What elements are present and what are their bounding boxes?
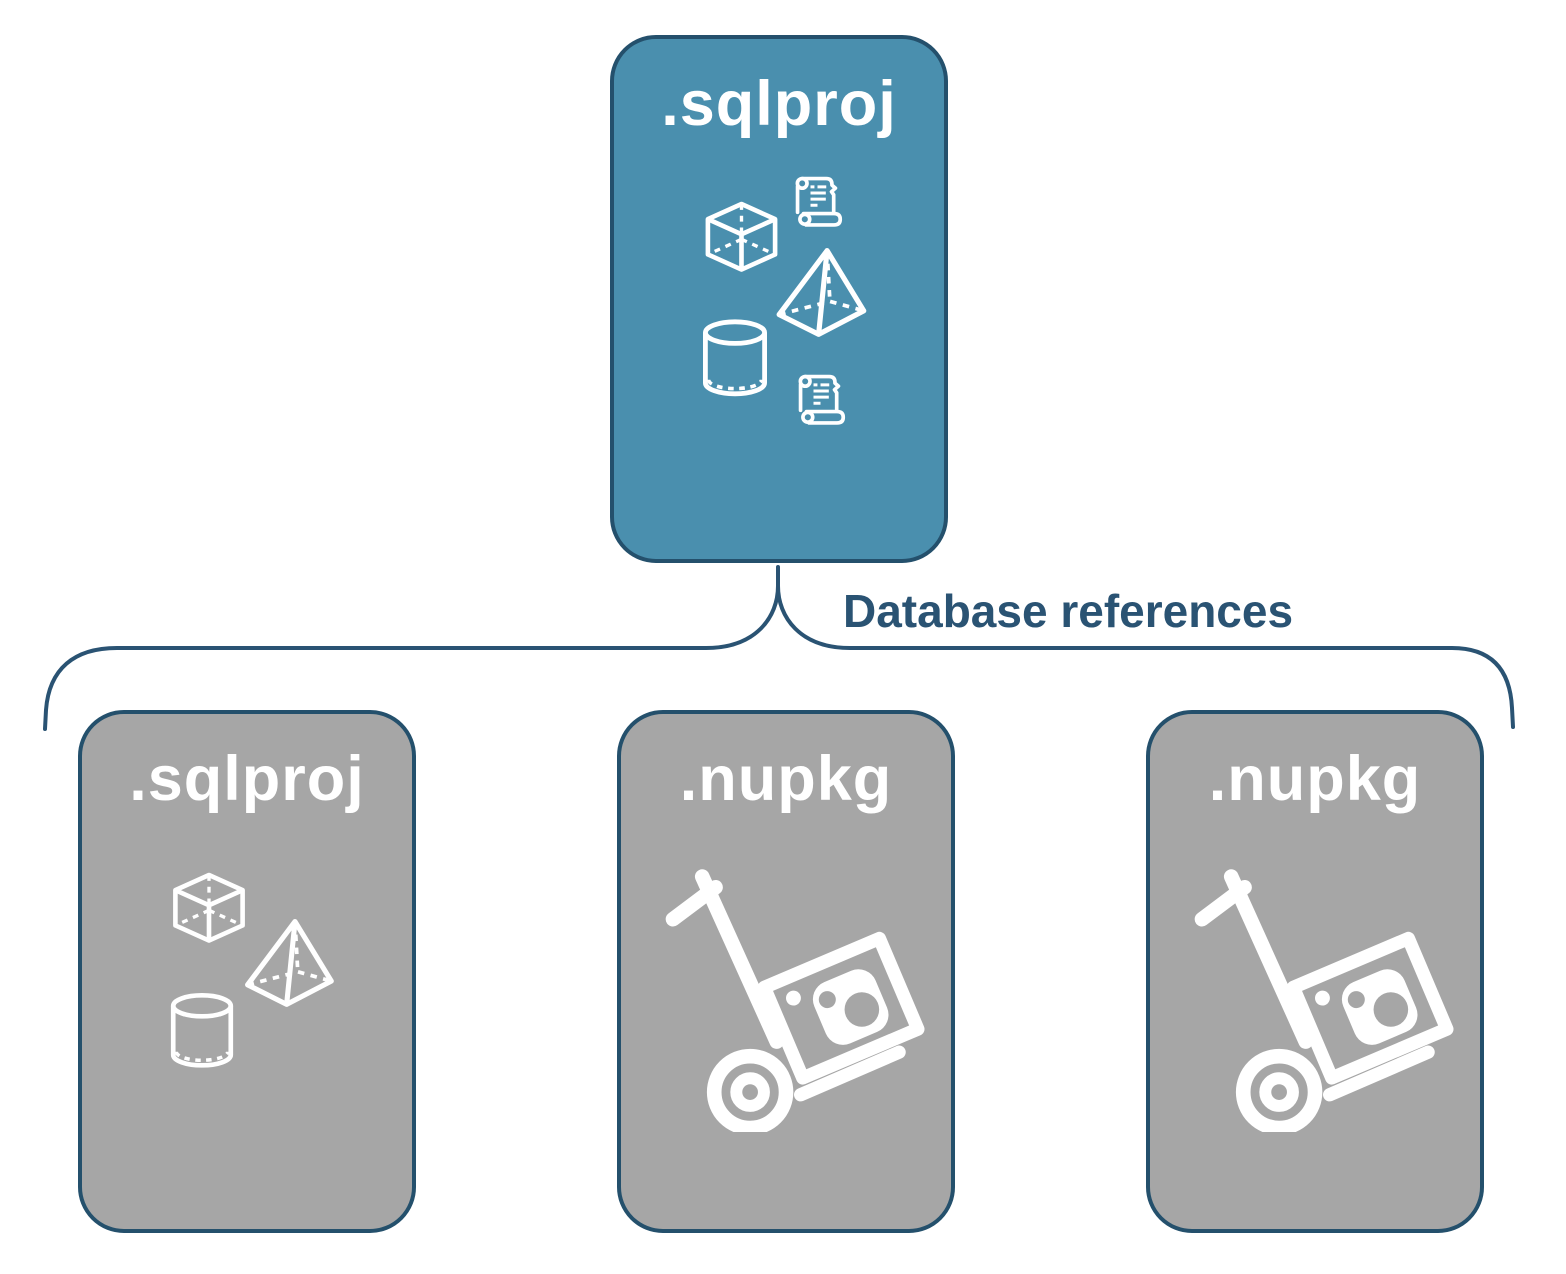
pyramid-icon (245, 919, 334, 1007)
scroll-icon (798, 374, 846, 425)
child-box-title: .sqlproj (129, 744, 365, 814)
scroll-icon (795, 176, 843, 227)
child-box-title: .nupkg (679, 744, 893, 814)
cube-icon (705, 201, 778, 272)
root-box-sqlproj: .sqlproj (610, 35, 948, 563)
cylinder-icon (170, 993, 234, 1068)
nuget-dolly-icon (665, 869, 925, 1132)
pyramid-icon (776, 248, 867, 337)
connector-label: Database references (843, 585, 1294, 637)
cube-icon (173, 872, 245, 943)
brace-left-half (43, 565, 780, 731)
cylinder-icon (703, 319, 767, 397)
root-box-title: .sqlproj (661, 69, 897, 139)
child-box-nupkg: .nupkg (617, 710, 955, 1233)
child-box-title: .nupkg (1208, 744, 1422, 814)
nuget-dolly-icon (1194, 869, 1454, 1132)
child-box-nupkg: .nupkg (1146, 710, 1484, 1233)
child-box-sqlproj: .sqlproj (78, 710, 416, 1233)
